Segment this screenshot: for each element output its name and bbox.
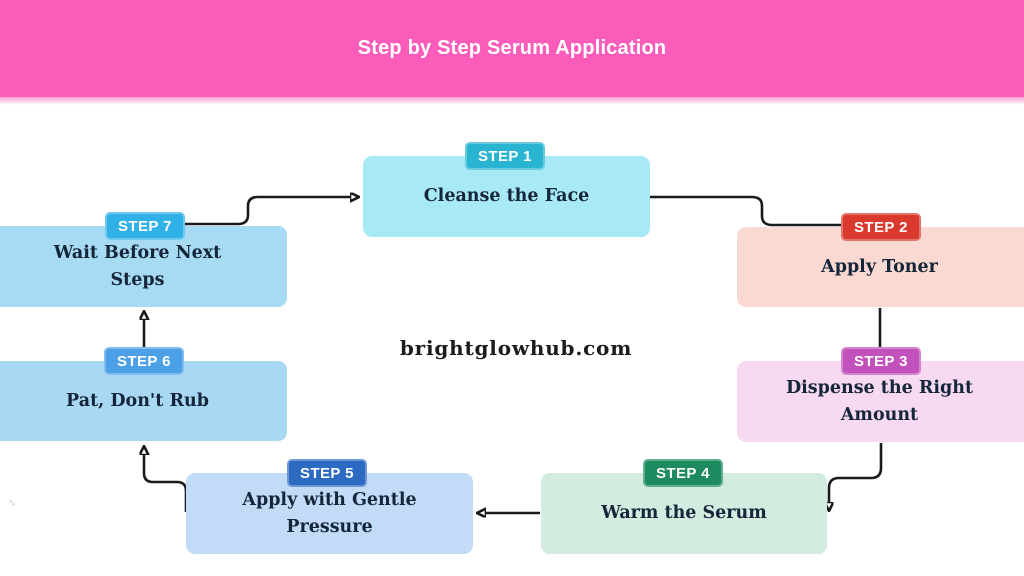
- step1-badge: STEP 1: [465, 142, 545, 170]
- step1-box: STEP 1 Cleanse the Face: [363, 142, 650, 237]
- arrow-step7-to-step1: [185, 197, 351, 226]
- step7-label: Wait Before Next Steps: [53, 242, 222, 290]
- header-banner: Step by Step Serum Application: [0, 0, 1024, 97]
- step5-badge: STEP 5: [287, 459, 367, 487]
- step4-box: STEP 4 Warm the Serum: [541, 459, 827, 554]
- step7-box: STEP 7 Wait Before Next Steps: [0, 212, 287, 307]
- step5-box: STEP 5 Apply with Gentle Pressure: [186, 459, 473, 554]
- banner-gradient-edge: [0, 97, 1024, 105]
- step6-badge: STEP 6: [104, 347, 184, 375]
- step6-box: STEP 6 Pat, Don't Rub: [0, 347, 287, 441]
- step7-badge: STEP 7: [105, 212, 185, 240]
- step3-box: STEP 3 Dispense the Right Amount: [737, 347, 1024, 442]
- step2-label: Apply Toner: [821, 256, 938, 277]
- page-title: Step by Step Serum Application: [357, 37, 667, 59]
- step1-label: Cleanse the Face: [423, 186, 590, 206]
- step2-badge: STEP 2: [841, 213, 921, 241]
- step5-label: Apply with Gentle Pressure: [242, 489, 417, 537]
- arrow-step3-to-step4: [829, 443, 883, 503]
- step4-badge: STEP 4: [643, 459, 723, 487]
- step4-label: Warm the Serum: [601, 503, 767, 523]
- step3-label: Dispense the Right Amount: [785, 377, 974, 425]
- step2-box: STEP 2 Apply Toner: [737, 213, 1024, 307]
- step6-label: Pat, Don't Rub: [66, 390, 209, 411]
- website-watermark: brightglowhub.com: [399, 336, 633, 360]
- faint-scribble-icon: ∿: [8, 498, 16, 509]
- arrow-step5-to-step6: [144, 454, 188, 512]
- step3-badge: STEP 3: [841, 347, 921, 375]
- line-step1-to-step2: [650, 195, 841, 227]
